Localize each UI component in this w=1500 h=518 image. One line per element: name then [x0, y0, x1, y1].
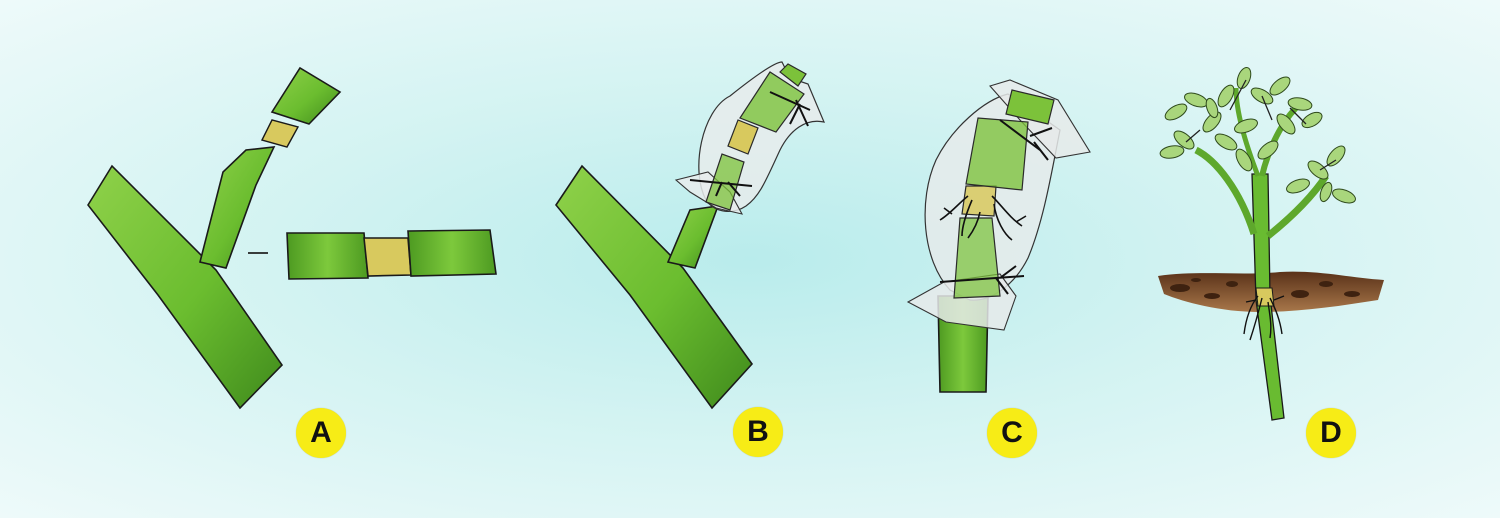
panel-label-a: A [296, 408, 346, 458]
panel-a-figure [87, 66, 497, 410]
panel-d-figure [1158, 66, 1384, 421]
panel-c-roots [939, 195, 1027, 241]
panel-d-leaves [1159, 66, 1356, 204]
panel-a-stem-left [286, 232, 369, 280]
panel-c-tie-top [999, 119, 1053, 161]
panel-a-trunk [87, 164, 284, 410]
panel-b-ring-zone [727, 119, 759, 155]
panel-b-tie-top [769, 91, 811, 127]
panel-d-soil-clumps [1170, 278, 1360, 299]
panel-b-branch [666, 205, 720, 269]
panel-c-figure [906, 79, 1091, 393]
panel-c-inner-lower [953, 217, 1001, 299]
panel-d-branch-right [1265, 174, 1329, 239]
panel-a-branch-top [270, 66, 342, 125]
panel-d-ring-zone [1255, 287, 1275, 307]
panel-b-inner-top [739, 71, 805, 133]
panel-label-c: C [987, 408, 1037, 458]
panel-a-stem-right [407, 229, 497, 277]
panel-b-trunk [555, 164, 754, 410]
panel-b-figure [555, 61, 826, 410]
panel-label-d: D [1306, 408, 1356, 458]
panel-b-branch-tip [779, 63, 807, 87]
panel-d-roots [1243, 295, 1285, 341]
panel-c-tie-bottom [939, 265, 1025, 295]
panel-c-top-cap [1005, 89, 1055, 125]
panel-label-b: B [733, 407, 783, 457]
panel-d-twigs [1185, 79, 1337, 171]
panel-a-ring-zone [260, 119, 300, 148]
panel-c-inner-upper [965, 117, 1029, 191]
panel-a-branch [199, 146, 276, 269]
panel-d-branch-left [1194, 146, 1258, 236]
panel-b-inner-stem [705, 153, 745, 211]
panel-a-stem-ring [363, 237, 412, 277]
panel-b-tie-bottom [689, 179, 753, 197]
